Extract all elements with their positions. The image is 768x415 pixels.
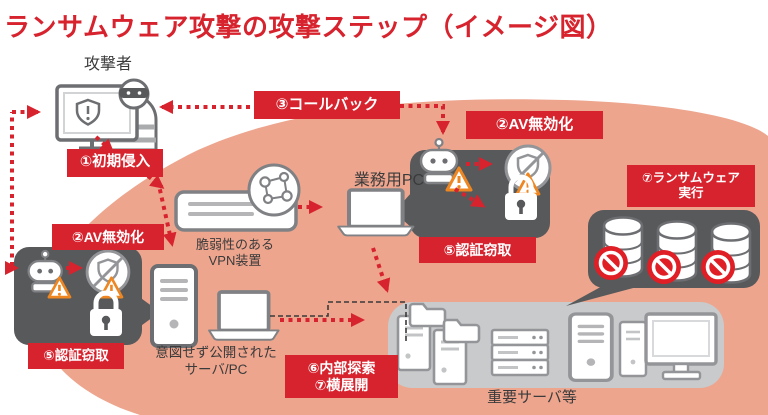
vpn-line1: 脆弱性のある bbox=[195, 237, 274, 252]
arrow-robot-to-lock-right bbox=[453, 187, 486, 208]
step7-line1: ⑦ランサムウェア bbox=[642, 171, 740, 186]
step7-lateral-text: ⑦横展開 bbox=[314, 376, 369, 393]
step6-text: ⑥内部探索 bbox=[307, 359, 376, 376]
business-pc-label: 業務用PC bbox=[353, 172, 425, 189]
arrow-callback-to-attacker-left bbox=[10, 112, 38, 266]
page-title: ランサムウェア攻撃の攻撃ステップ（イメージ図） bbox=[4, 12, 613, 42]
step2-av-disable-label-left: ②AV無効化 bbox=[52, 224, 164, 250]
vpn-device-label: 脆弱性のある VPN装置 bbox=[156, 237, 314, 270]
rack-server-icon bbox=[490, 328, 550, 377]
dotted-arrows bbox=[5, 104, 493, 327]
step5-credential-theft-label-right: ⑤認証窃取 bbox=[419, 237, 536, 263]
vpn-device-icon bbox=[174, 163, 301, 232]
arrow-attacker-to-step1 bbox=[94, 135, 115, 153]
server-tower-icon bbox=[568, 312, 614, 383]
step2-text: ②AV無効化 bbox=[495, 116, 574, 134]
exposed-laptop-icon bbox=[207, 290, 281, 342]
step3-callback-label: ③コールバック bbox=[254, 91, 400, 119]
important-servers-label: 重要サーバ等 bbox=[487, 389, 577, 406]
step7-ransomware-exec-label: ⑦ランサムウェア 実行 bbox=[627, 165, 755, 207]
attacker-icon bbox=[55, 78, 158, 152]
step3-text: ③コールバック bbox=[275, 96, 379, 114]
arrow-callback-right-segment bbox=[400, 104, 450, 135]
prohibition-icon bbox=[699, 248, 737, 286]
step7-line2: 実行 bbox=[678, 186, 704, 200]
step5-text: ⑤認証窃取 bbox=[443, 241, 512, 258]
arrow-step1-to-exposed-server bbox=[156, 180, 177, 247]
vpn-line2: VPN装置 bbox=[208, 253, 262, 269]
arrow-step1-to-vpn bbox=[146, 174, 165, 189]
dashed-connector bbox=[270, 301, 407, 343]
desktop-pc-icon bbox=[618, 312, 718, 381]
exposed-line2: サーバ/PC bbox=[184, 361, 248, 377]
arrow-business-pc-to-servers bbox=[371, 247, 391, 293]
exposed-server-tower-icon bbox=[150, 264, 198, 348]
step2-av-disable-label-right: ②AV無効化 bbox=[466, 111, 603, 139]
globe-icon bbox=[247, 163, 301, 217]
exposed-server-label: 意図せず公開された サーバ/PC bbox=[130, 345, 302, 379]
exposed-line1: 意図せず公開された bbox=[155, 345, 277, 360]
step1-initial-intrusion-label: ①初期侵入 bbox=[67, 149, 163, 177]
step2-text: ②AV無効化 bbox=[71, 228, 145, 245]
step1-text: ①初期侵入 bbox=[79, 154, 151, 171]
attacker-label: 攻撃者 bbox=[83, 56, 132, 73]
step6-7-search-lateral-label: ⑥内部探索 ⑦横展開 bbox=[285, 355, 398, 398]
prohibition-icon bbox=[645, 248, 683, 286]
business-pc-laptop-icon bbox=[338, 190, 413, 235]
step5-text: ⑤認証窃取 bbox=[43, 348, 109, 364]
prohibition-icon bbox=[592, 244, 630, 282]
step5-credential-theft-label-left: ⑤認証窃取 bbox=[28, 343, 124, 369]
